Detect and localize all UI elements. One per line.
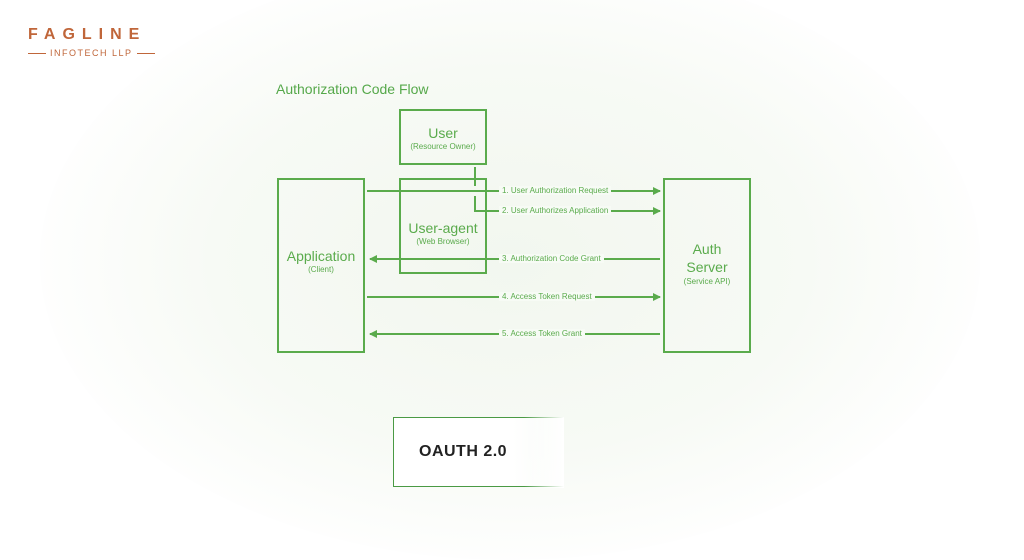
auth-server-box: Auth Server (Service API) — [663, 178, 751, 353]
diagram-title: Authorization Code Flow — [276, 81, 429, 97]
application-title: Application — [286, 248, 356, 264]
auth-server-subtitle: (Service API) — [683, 277, 731, 286]
user-title: User — [428, 125, 458, 141]
oauth-caption-box: OAUTH 2.0 — [393, 416, 564, 488]
oauth-caption: OAUTH 2.0 — [419, 443, 508, 460]
auth-server-title: Auth Server — [686, 241, 728, 275]
application-box: Application (Client) — [277, 178, 365, 353]
step-5-label: 5. Access Token Grant — [499, 329, 585, 338]
user-box: User (Resource Owner) — [399, 109, 487, 165]
application-subtitle: (Client) — [308, 265, 334, 274]
step-1-label: 1. User Authorization Request — [499, 186, 612, 195]
logo-subline: INFOTECH LLP — [28, 48, 168, 58]
user-subtitle: (Resource Owner) — [410, 142, 476, 151]
step-4-label: 4. Access Token Request — [499, 292, 595, 301]
user-agent-title: User-agent — [408, 220, 478, 236]
logo-wordmark: FAGLINE — [28, 26, 147, 43]
logo-rule-right — [136, 52, 155, 54]
step-3-label: 3. Authorization Code Grant — [499, 254, 604, 263]
company-logo: FAGLINE INFOTECH LLP — [28, 26, 168, 58]
user-agent-subtitle: (Web Browser) — [416, 237, 470, 246]
logo-rule-left — [28, 52, 46, 54]
user-agent-box: User-agent (Web Browser) — [399, 178, 487, 274]
logo-tagline: INFOTECH LLP — [50, 48, 133, 58]
step-2-label: 2. User Authorizes Application — [499, 206, 612, 215]
